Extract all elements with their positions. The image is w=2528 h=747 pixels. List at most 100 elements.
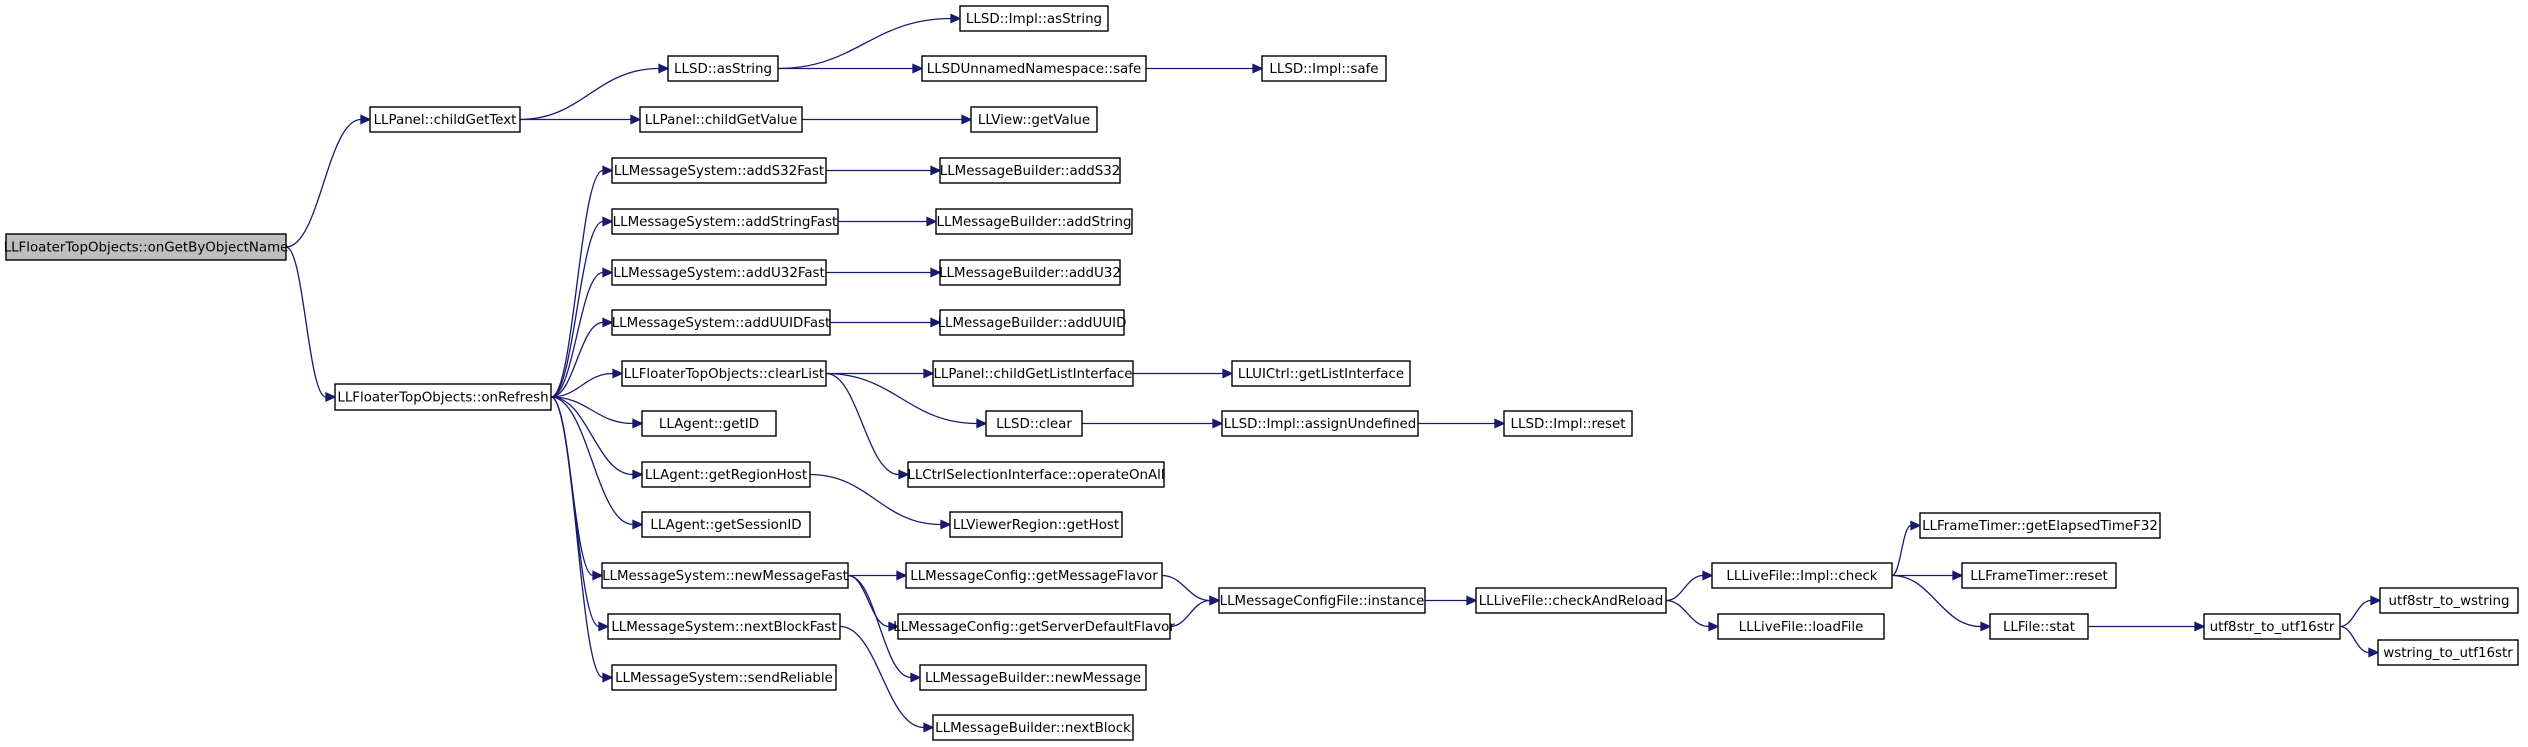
function-label: LLSD::Impl::reset (1511, 417, 1626, 432)
function-node[interactable]: LLLiveFile::checkAndReload (1475, 587, 1667, 614)
function-node[interactable]: LLMessageConfig::getServerDefaultFlavor (893, 613, 1175, 640)
function-label: LLSD::Impl::safe (1269, 62, 1378, 77)
function-label: LLAgent::getSessionID (650, 518, 801, 533)
function-node[interactable]: LLMessageBuilder::addUUID (938, 309, 1127, 336)
function-node[interactable]: LLMessageSystem::addUUIDFast (611, 309, 831, 336)
function-node[interactable]: LLViewerRegion::getHost (949, 511, 1123, 538)
call-edge (838, 216, 938, 227)
function-node[interactable]: LLMessageSystem::addS32Fast (611, 157, 827, 184)
function-label: LLMessageSystem::addStringFast (613, 215, 838, 230)
function-node[interactable]: LLFrameTimer::getElapsedTimeF32 (1919, 512, 2161, 539)
function-node[interactable]: wstring_to_utf16str (2377, 639, 2519, 666)
function-node[interactable]: LLMessageBuilder::addS32 (939, 157, 1121, 184)
function-label: LLLiveFile::Impl::check (1726, 569, 1877, 584)
call-edge (1425, 595, 1478, 606)
function-node[interactable]: utf8str_to_wstring (2379, 587, 2519, 614)
function-label: LLMessageSystem::addS32Fast (614, 164, 824, 179)
function-node[interactable]: LLSD::Impl::asString (959, 5, 1109, 32)
call-edge (550, 396, 604, 581)
call-nodes: LLFloaterTopObjects::onGetByObjectNameLL… (4, 5, 2519, 741)
function-node[interactable]: LLFloaterTopObjects::onGetByObjectName (4, 233, 289, 261)
function-node[interactable]: LLMessageConfigFile::instance (1218, 587, 1426, 614)
call-edge (802, 114, 973, 125)
function-label: LLMessageConfig::getServerDefaultFlavor (893, 620, 1175, 635)
function-label: LLFloaterTopObjects::onRefresh (337, 391, 548, 406)
function-label: LLSD::asString (674, 62, 772, 77)
function-label: utf8str_to_wstring (2389, 594, 2510, 609)
function-label: LLMessageSystem::addU32Fast (613, 266, 825, 281)
function-node[interactable]: LLSD::Impl::reset (1503, 410, 1633, 437)
function-node[interactable]: LLMessageSystem::newMessageFast (601, 562, 849, 589)
call-edge (1665, 599, 1720, 632)
function-label: LLSD::clear (996, 417, 1072, 432)
function-node[interactable]: LLPanel::childGetValue (639, 106, 803, 133)
function-node[interactable]: LLPanel::childGetText (369, 106, 521, 133)
call-edge (550, 267, 614, 398)
function-node[interactable]: LLSDUnnamedNamespace::safe (921, 55, 1147, 82)
function-label: LLMessageConfig::getMessageFlavor (910, 569, 1158, 584)
function-node[interactable]: LLPanel::childGetListInterface (932, 360, 1134, 387)
function-node[interactable]: LLFloaterTopObjects::clearList (621, 360, 827, 387)
function-label: LLPanel::childGetText (374, 113, 517, 128)
function-label: LLMessageConfigFile::instance (1220, 594, 1425, 609)
call-edge (550, 368, 624, 398)
call-edge (1892, 570, 1964, 581)
call-edge (285, 114, 372, 248)
function-node[interactable]: LLUICtrl::getListInterface (1231, 360, 1411, 387)
function-node[interactable]: LLMessageBuilder::newMessage (919, 664, 1147, 691)
call-edge (847, 574, 922, 683)
function-label: LLMessageBuilder::nextBlock (935, 721, 1131, 736)
function-node[interactable]: LLMessageSystem::sendReliable (611, 664, 837, 691)
function-node[interactable]: LLSD::Impl::safe (1261, 55, 1387, 82)
function-node[interactable]: LLAgent::getSessionID (641, 511, 811, 538)
function-node[interactable]: LLMessageBuilder::nextBlock (932, 714, 1134, 741)
function-node[interactable]: LLSD::asString (667, 55, 779, 82)
function-node[interactable]: utf8str_to_utf16str (2203, 613, 2341, 640)
call-edge (2339, 625, 2380, 658)
call-edge (1132, 368, 1234, 379)
function-node[interactable]: LLAgent::getID (641, 410, 777, 437)
call-edge (550, 396, 644, 530)
call-edge (550, 396, 614, 683)
call-edge (825, 165, 942, 176)
call-edge (550, 396, 644, 480)
function-label: LLMessageBuilder::addString (937, 215, 1132, 230)
function-label: LLAgent::getID (659, 417, 759, 432)
call-edge (519, 63, 670, 121)
call-edge (550, 317, 614, 398)
call-edge (809, 473, 952, 530)
function-node[interactable]: LLMessageSystem::addStringFast (611, 208, 839, 235)
function-node[interactable]: LLLiveFile::Impl::check (1711, 562, 1893, 589)
function-node[interactable]: LLFrameTimer::reset (1961, 562, 2117, 589)
function-node[interactable]: LLSD::Impl::assignUndefined (1221, 410, 1419, 437)
function-node[interactable]: LLMessageBuilder::addString (935, 208, 1133, 235)
call-edge (825, 372, 910, 480)
call-edge (550, 165, 614, 398)
function-node[interactable]: LLFile::stat (1989, 613, 2089, 640)
function-node[interactable]: LLCtrlSelectionInterface::operateOnAll (907, 461, 1165, 488)
function-label: LLAgent::getRegionHost (645, 468, 807, 483)
function-node[interactable]: LLMessageSystem::nextBlockFast (607, 613, 841, 640)
function-label: LLFile::stat (2003, 620, 2075, 635)
function-label: LLMessageBuilder::addU32 (939, 266, 1121, 281)
function-node[interactable]: LLMessageConfig::getMessageFlavor (905, 562, 1163, 589)
function-node[interactable]: LLFloaterTopObjects::onRefresh (334, 383, 552, 411)
function-label: LLSD::Impl::assignUndefined (1224, 417, 1417, 432)
function-label: LLSD::Impl::asString (966, 12, 1102, 27)
function-node[interactable]: LLLiveFile::loadFile (1717, 613, 1885, 640)
call-edges (285, 13, 2382, 733)
function-label: LLLiveFile::loadFile (1739, 620, 1864, 635)
function-node[interactable]: LLAgent::getRegionHost (641, 461, 811, 488)
function-node[interactable]: LLMessageSystem::addU32Fast (611, 259, 827, 286)
function-label: LLPanel::childGetValue (645, 113, 798, 128)
function-node[interactable]: LLMessageBuilder::addU32 (939, 259, 1121, 286)
function-label: LLSDUnnamedNamespace::safe (927, 62, 1141, 77)
call-edge (1891, 574, 1992, 632)
function-node[interactable]: LLView::getValue (970, 106, 1098, 133)
call-edge (848, 570, 908, 581)
call-edge (2339, 595, 2382, 628)
function-node[interactable]: LLSD::clear (985, 410, 1083, 437)
call-edge (550, 216, 614, 398)
call-edge (825, 267, 942, 278)
